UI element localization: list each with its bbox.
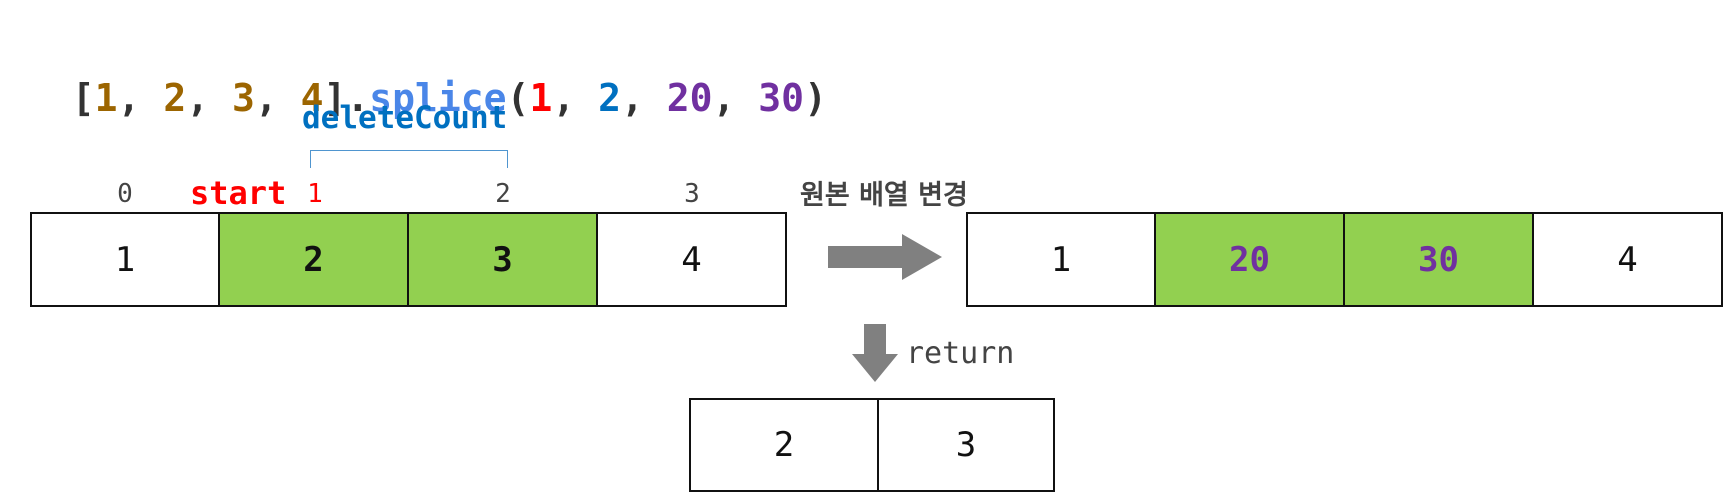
array-cell-inserted: 20 [1154, 212, 1345, 307]
array-cell-deleted: 3 [407, 212, 598, 307]
code-token: , [186, 76, 232, 120]
array-cell: 2 [689, 398, 879, 492]
index-label-start: 1 [307, 179, 323, 209]
array-cell: 1 [30, 212, 220, 307]
code-method-name: splice [369, 76, 507, 120]
array-cell: 4 [1532, 212, 1723, 307]
code-token: 4 [300, 76, 324, 120]
array-cell-deleted: 2 [218, 212, 409, 307]
code-token: , [712, 76, 759, 120]
code-token: ]. [323, 76, 370, 120]
code-token: 2 [163, 76, 187, 120]
code-token: ( [506, 76, 530, 120]
code-token: , [552, 76, 599, 120]
arrow-down-icon [852, 324, 898, 382]
return-label: return [906, 336, 1015, 371]
mutate-label: 원본 배열 변경 [800, 180, 968, 211]
modified-array: 1 20 30 4 [966, 212, 1723, 307]
index-label: 2 [495, 179, 511, 209]
code-token: [ [71, 76, 95, 120]
array-cell: 4 [596, 212, 787, 307]
start-label: start [190, 174, 287, 212]
original-array: 1 2 3 4 [30, 212, 787, 307]
code-token: , [117, 76, 164, 120]
array-cell-inserted: 30 [1343, 212, 1534, 307]
code-token: 3 [231, 76, 255, 120]
delete-count-label: deleteCount [302, 100, 508, 136]
arrow-right-icon [828, 234, 942, 280]
code-arg-item: 30 [758, 76, 805, 120]
code-token: 1 [94, 76, 118, 120]
delete-count-bracket [310, 150, 508, 168]
code-expression: [1, 2, 3, 4].splice(1, 2, 20, 30) [26, 8, 827, 120]
code-token: , [621, 76, 667, 120]
array-cell: 3 [877, 398, 1055, 492]
code-arg-item: 20 [666, 76, 713, 120]
returned-array: 2 3 [689, 398, 1055, 492]
code-token: ) [804, 76, 827, 120]
code-arg-delete-count: 2 [598, 76, 621, 120]
code-token: , [254, 76, 301, 120]
code-arg-start: 1 [529, 76, 553, 120]
index-label: 3 [684, 179, 700, 209]
index-label: 0 [117, 179, 133, 209]
array-cell: 1 [966, 212, 1156, 307]
